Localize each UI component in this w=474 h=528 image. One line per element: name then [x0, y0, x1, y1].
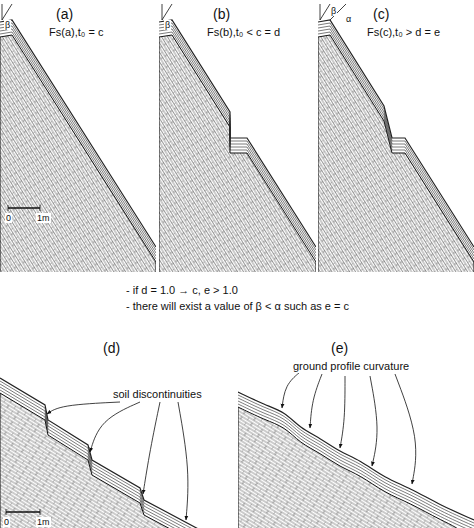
scale-number: 0 [5, 213, 12, 223]
panel-letter: (b) [212, 6, 231, 22]
angle-symbol: β [330, 6, 337, 16]
callout-text: soil discontinuities [112, 388, 203, 401]
note-text: - there will exist a value of β < α such… [125, 300, 350, 313]
angle-symbol: β [164, 20, 171, 30]
safety-factor: Fs(c),t₀ > d = e [366, 26, 441, 39]
safety-factor: Fs(a),t₀ = c [48, 26, 104, 39]
scale-number: 1m [36, 213, 51, 223]
panel-letter: (e) [330, 340, 349, 356]
safety-factor: Fs(b),t₀ < c = d [206, 26, 281, 39]
panel-letter: (a) [55, 6, 74, 22]
panel-letter: (d) [102, 340, 121, 356]
angle-symbol: α [345, 14, 352, 24]
callout-text: ground profile curvature [292, 360, 410, 373]
note-text: - if d = 1.0 → c, e > 1.0 [125, 284, 239, 297]
panel-letter: (c) [372, 6, 390, 22]
scale-number: 0 [3, 517, 10, 527]
scale-number: 1m [36, 517, 51, 527]
angle-symbol: β [4, 20, 11, 30]
